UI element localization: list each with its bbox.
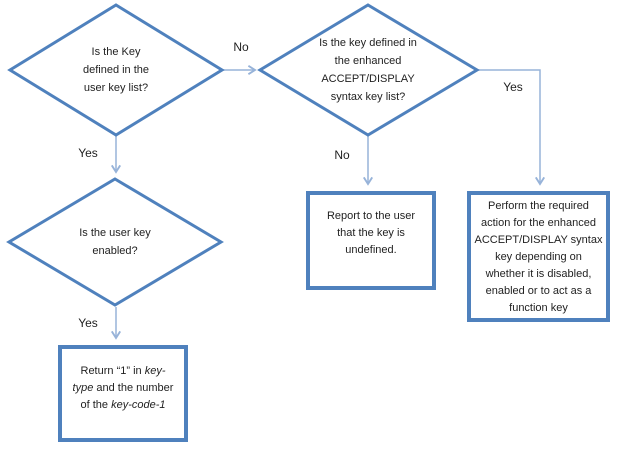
text-segment-italic: key-code-1 — [111, 399, 166, 411]
process-line: key depending on — [495, 251, 582, 263]
decision-line: Is the key defined in — [319, 37, 417, 49]
decision-key-defined-user-text: Is the Key defined in the user key list? — [16, 10, 216, 130]
edge-label-yes-upper-left: Yes — [78, 146, 98, 160]
decision-key-defined-user-shape — [7, 3, 225, 137]
text-segment: and the number — [93, 382, 174, 394]
process-line: function key — [509, 302, 568, 314]
text-segment-italic: type — [72, 382, 94, 394]
edge-label-no-middle: No — [334, 148, 350, 162]
connector-yes-to-perform-box — [477, 69, 546, 186]
process-line: Report to the user — [326, 210, 416, 222]
process-line: undefined. — [345, 244, 397, 256]
process-line: type and the number — [62, 380, 184, 397]
decision-user-key-enabled-text: Is the user key enabled? — [15, 182, 215, 302]
edge-label-yes-lower-left: Yes — [78, 316, 98, 330]
decision-line: ACCEPT/DISPLAY — [321, 73, 415, 85]
process-line: that the key is — [337, 227, 405, 239]
decision-line: the enhanced — [334, 55, 402, 67]
process-line: whether it is disabled, — [485, 268, 592, 280]
decision-line: Is the user key — [79, 227, 151, 239]
process-return-key: Return “1” in key- type and the number o… — [58, 345, 188, 442]
text-segment-italic: key- — [144, 365, 166, 377]
process-line: enabled or to act as a — [485, 285, 592, 297]
decision-user-key-enabled-shape — [6, 177, 224, 307]
text-segment: of the — [80, 399, 112, 411]
decision-line: defined in the — [82, 64, 150, 76]
process-line: Return “1” in key- — [62, 363, 184, 380]
process-line: of the key-code-1 — [62, 397, 184, 414]
decision-line: user key list? — [83, 82, 149, 94]
process-line: action for the enhanced — [481, 217, 596, 229]
decision-line: Is the Key — [91, 46, 141, 58]
decision-key-defined-enhanced-shape — [257, 3, 480, 137]
process-line: ACCEPT/DISPLAY syntax — [474, 234, 603, 246]
text-segment: Return “1” in — [80, 365, 145, 377]
edge-label-no-top: No — [233, 40, 249, 54]
decision-key-defined-enhanced-text: Is the key defined in the enhanced ACCEP… — [268, 10, 468, 130]
decision-line: enabled? — [92, 245, 138, 257]
decision-line: syntax key list? — [330, 91, 406, 103]
process-perform-action: Perform the required action for the enha… — [467, 191, 610, 322]
process-report-undefined: Report to the user that the key is undef… — [306, 191, 436, 290]
process-line: Perform the required — [488, 200, 589, 212]
edge-label-yes-right: Yes — [503, 80, 523, 94]
